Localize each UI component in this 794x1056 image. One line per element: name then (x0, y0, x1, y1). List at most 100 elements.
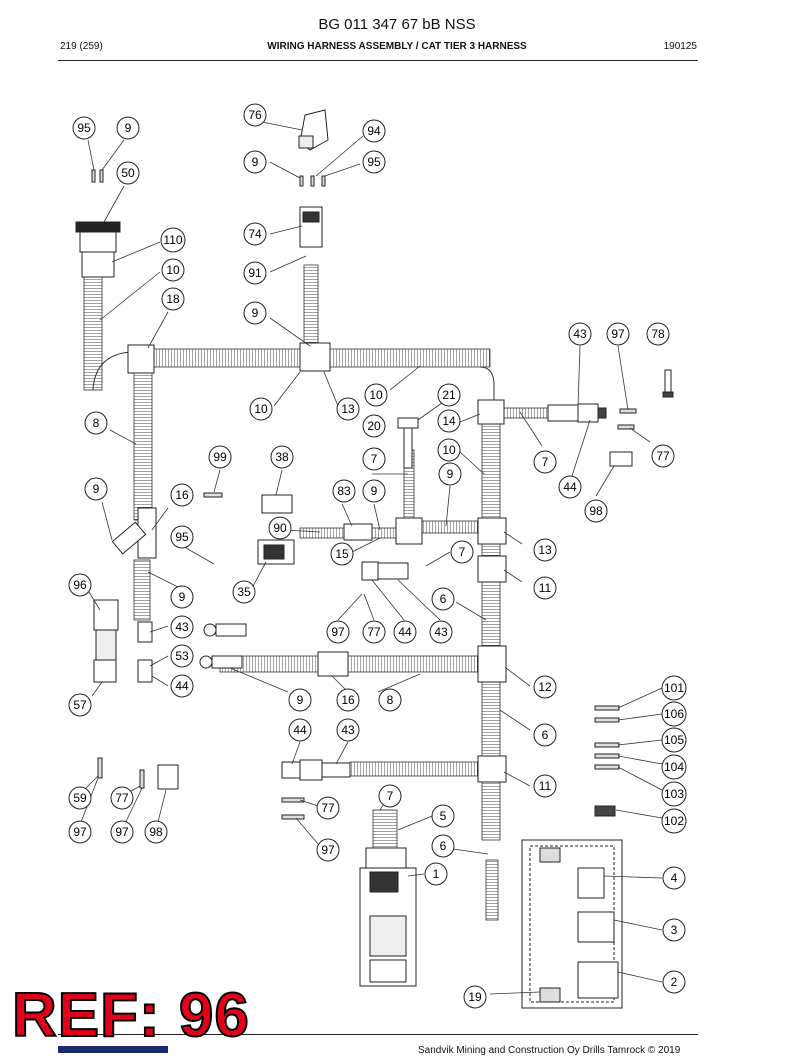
callout-c102: 102 (661, 808, 687, 834)
callout-label: 19 (468, 990, 482, 1004)
callout-label: 106 (664, 707, 684, 721)
callout-label: 95 (367, 155, 381, 169)
callout-circle (330, 542, 354, 566)
callout-c9b: 9 (243, 150, 267, 174)
callout-label: 103 (664, 787, 684, 801)
header-divider (58, 60, 698, 61)
callout-circle (288, 718, 312, 742)
callout-c7a: 7 (362, 447, 386, 471)
callout-circle (243, 301, 267, 325)
callout-c15: 15 (330, 542, 354, 566)
callout-c13b: 13 (533, 538, 557, 562)
callout-label: 44 (563, 480, 577, 494)
callout-c44d: 44 (288, 718, 312, 742)
callout-label: 43 (573, 327, 587, 341)
callout-label: 83 (337, 484, 351, 498)
callout-circle (437, 383, 461, 407)
callout-circle (533, 723, 557, 747)
callout-c98a: 98 (584, 499, 608, 523)
callout-label: 9 (93, 482, 100, 496)
callout-c9h: 9 (288, 688, 312, 712)
callout-label: 90 (273, 521, 287, 535)
callout-label: 9 (371, 484, 378, 498)
callout-circle (170, 585, 194, 609)
callout-c95b: 95 (362, 150, 386, 174)
callout-circle (336, 718, 360, 742)
callout-c18: 18 (161, 287, 185, 311)
callout-label: 43 (434, 625, 448, 639)
callout-circle (437, 409, 461, 433)
callout-circle (424, 862, 448, 886)
callout-circle (661, 754, 687, 780)
callout-circle (431, 804, 455, 828)
callout-circle (362, 479, 386, 503)
callout-c11b: 11 (533, 774, 557, 798)
callout-circle (362, 447, 386, 471)
components (75, 109, 674, 820)
callout-c1: 1 (424, 862, 448, 886)
callout-circle (661, 701, 687, 727)
page-title: WIRING HARNESS ASSEMBLY / CAT TIER 3 HAR… (267, 41, 527, 52)
callout-circle (437, 438, 461, 462)
callout-label: 10 (442, 443, 456, 457)
callout-label: 6 (542, 728, 549, 742)
callout-label: 16 (341, 693, 355, 707)
callout-label: 97 (611, 327, 625, 341)
callout-c9a: 9 (116, 116, 140, 140)
callout-circle (646, 322, 670, 346)
callout-c9d: 9 (438, 462, 462, 486)
callout-circle (316, 796, 340, 820)
callout-label: 77 (367, 625, 381, 639)
callout-c83: 83 (332, 479, 356, 503)
callout-c91: 91 (243, 261, 267, 285)
callout-c12: 12 (533, 675, 557, 699)
callout-circle (651, 444, 675, 468)
callout-circle (161, 258, 185, 282)
callout-label: 11 (539, 779, 552, 793)
callout-c43a: 43 (568, 322, 592, 346)
callout-circle (362, 150, 386, 174)
callout-circle (378, 784, 402, 808)
callout-label: 21 (442, 388, 456, 402)
callout-label: 38 (275, 450, 289, 464)
callout-circle (336, 688, 360, 712)
callout-c8b: 8 (378, 688, 402, 712)
callout-c77c: 77 (110, 786, 134, 810)
callout-c10c: 10 (249, 397, 273, 421)
callout-label: 1 (433, 867, 440, 881)
callout-label: 9 (125, 121, 132, 135)
callout-label: 9 (252, 155, 259, 169)
callout-c94: 94 (362, 119, 386, 143)
callout-c14: 14 (437, 409, 461, 433)
callout-circle (110, 786, 134, 810)
callout-c3: 3 (662, 918, 686, 942)
callout-circle (116, 161, 140, 185)
callout-label: 59 (73, 791, 87, 805)
callout-label: 11 (539, 581, 552, 595)
callout-circle (170, 644, 194, 668)
callout-label: 13 (538, 543, 552, 557)
callout-circle (463, 985, 487, 1009)
callout-c97a: 97 (606, 322, 630, 346)
callout-circle (429, 620, 453, 644)
callout-circle (249, 397, 273, 421)
callout-circle (364, 383, 388, 407)
callout-circle (662, 866, 686, 890)
callout-label: 9 (179, 590, 186, 604)
callout-c76: 76 (243, 103, 267, 127)
callout-c44b: 44 (393, 620, 417, 644)
callout-circle (170, 525, 194, 549)
callout-c7c: 7 (450, 540, 474, 564)
callout-circle (72, 116, 96, 140)
callout-c90: 90 (268, 516, 292, 540)
callout-circle (268, 516, 292, 540)
callout-circle (110, 820, 134, 844)
callout-label: 6 (440, 839, 447, 853)
callout-c105: 105 (661, 727, 687, 753)
callout-c97d: 97 (110, 820, 134, 844)
callout-c97e: 97 (316, 838, 340, 862)
callout-c9g: 9 (170, 585, 194, 609)
callout-c59: 59 (68, 786, 92, 810)
main-connector-1 (359, 847, 417, 987)
